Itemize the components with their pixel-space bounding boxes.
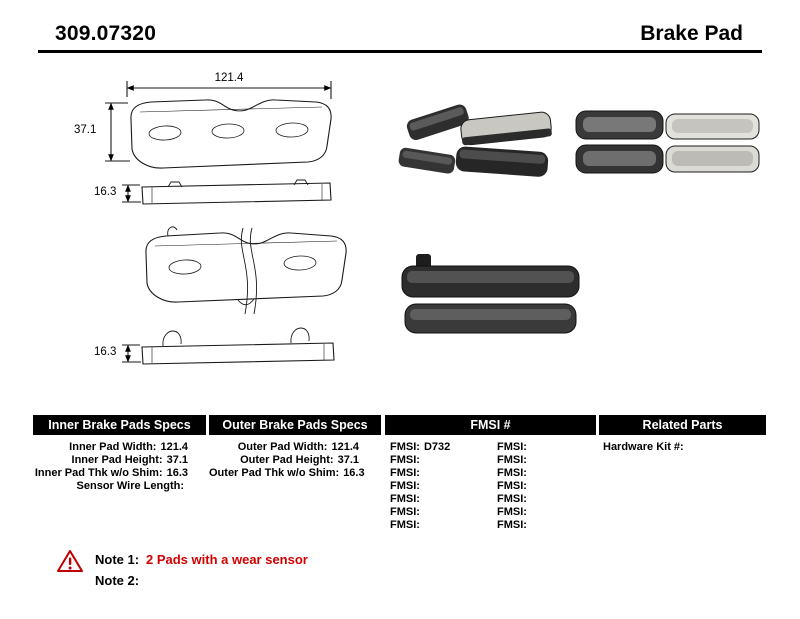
product-photo-pads-stacked bbox=[401, 254, 580, 334]
product-photo-pads-angled bbox=[398, 104, 552, 177]
spec-row: FMSI: bbox=[497, 480, 597, 493]
related-parts-header: Related Parts bbox=[599, 415, 766, 435]
inner-specs-header: Inner Brake Pads Specs bbox=[33, 415, 206, 435]
spec-row: FMSI: bbox=[497, 506, 597, 519]
related-parts-rows: Hardware Kit #: bbox=[603, 441, 763, 454]
spec-label: FMSI: bbox=[497, 441, 527, 453]
spec-label: FMSI: bbox=[497, 493, 527, 505]
pad-side-view-clips-drawing bbox=[122, 327, 335, 365]
spec-row: Inner Pad Thk w/o Shim:16.3 bbox=[33, 467, 188, 480]
spec-value: 121.4 bbox=[160, 441, 188, 453]
outer-specs-header: Outer Brake Pads Specs bbox=[209, 415, 381, 435]
outer-specs-rows: Outer Pad Width:121.4 Outer Pad Height:3… bbox=[209, 441, 365, 480]
spec-label: Hardware Kit #: bbox=[603, 441, 684, 453]
spec-row: FMSI:D732 bbox=[390, 441, 490, 454]
spec-row: Sensor Wire Length: bbox=[33, 480, 188, 493]
dim-width-label: 121.4 bbox=[214, 72, 244, 84]
dim-inner-thickness-label: 16.3 bbox=[94, 186, 117, 198]
spec-label: Outer Pad Width: bbox=[237, 441, 328, 453]
spec-label: FMSI: bbox=[390, 467, 420, 479]
product-type-title: Brake Pad bbox=[640, 22, 743, 45]
spec-label: Sensor Wire Length: bbox=[76, 480, 184, 492]
spec-label: Outer Pad Thk w/o Shim: bbox=[209, 467, 340, 479]
spec-label: Outer Pad Height: bbox=[240, 454, 334, 466]
spec-label: Inner Pad Thk w/o Shim: bbox=[34, 467, 163, 479]
header-divider bbox=[38, 50, 762, 53]
dim-height-label: 37.1 bbox=[74, 124, 97, 136]
spec-label: FMSI: bbox=[390, 519, 420, 531]
note2-label: Note 2: bbox=[95, 573, 140, 588]
spec-row: FMSI: bbox=[390, 467, 490, 480]
spec-value: 121.4 bbox=[331, 441, 359, 453]
spec-label: Inner Pad Height: bbox=[71, 454, 163, 466]
spec-label: FMSI: bbox=[390, 506, 420, 518]
spec-row: FMSI: bbox=[390, 493, 490, 506]
spec-label: FMSI: bbox=[390, 454, 420, 466]
spec-row: FMSI: bbox=[390, 519, 490, 532]
product-photo-pads-pairs bbox=[575, 110, 760, 174]
spec-row: Outer Pad Width:121.4 bbox=[209, 441, 359, 454]
spec-row: FMSI: bbox=[497, 519, 597, 532]
spec-row: FMSI: bbox=[390, 506, 490, 519]
spec-label: FMSI: bbox=[390, 480, 420, 492]
spec-value: 16.3 bbox=[166, 467, 188, 479]
spec-label: Inner Pad Width: bbox=[69, 441, 157, 453]
note1-text: 2 Pads with a wear sensor bbox=[146, 552, 308, 567]
spec-row: FMSI: bbox=[390, 454, 490, 467]
note1-label: Note 1: bbox=[95, 552, 140, 567]
spec-label: FMSI: bbox=[390, 493, 420, 505]
part-number: 309.07320 bbox=[55, 22, 157, 45]
spec-row: Inner Pad Height:37.1 bbox=[33, 454, 188, 467]
fmsi-right-rows: FMSI: FMSI: FMSI: FMSI: FMSI: FMSI: FMSI… bbox=[497, 441, 597, 532]
spec-row: Inner Pad Width:121.4 bbox=[33, 441, 188, 454]
spec-value: 37.1 bbox=[166, 454, 188, 466]
spec-row: FMSI: bbox=[390, 480, 490, 493]
spec-label: FMSI: bbox=[497, 467, 527, 479]
inner-specs-rows: Inner Pad Width:121.4 Inner Pad Height:3… bbox=[33, 441, 188, 493]
spec-value: D732 bbox=[423, 441, 451, 453]
spec-label: FMSI: bbox=[497, 506, 527, 518]
spec-row: FMSI: bbox=[497, 454, 597, 467]
spec-label: FMSI: bbox=[497, 454, 527, 466]
spec-row: FMSI: bbox=[497, 493, 597, 506]
pad-thickness-side-view-drawing bbox=[122, 179, 332, 205]
spec-value: 37.1 bbox=[337, 454, 359, 466]
pad-front-view-drawing bbox=[105, 81, 332, 169]
spec-label: FMSI: bbox=[497, 480, 527, 492]
spec-row: Hardware Kit #: bbox=[603, 441, 763, 454]
spec-label: FMSI: bbox=[497, 519, 527, 531]
spec-label: FMSI: bbox=[390, 441, 420, 453]
spec-row: Outer Pad Thk w/o Shim:16.3 bbox=[209, 467, 365, 480]
spec-row: FMSI: bbox=[497, 467, 597, 480]
dim-outer-thickness-label: 16.3 bbox=[94, 346, 117, 358]
fmsi-header: FMSI # bbox=[385, 415, 596, 435]
spec-row: Outer Pad Height:37.1 bbox=[209, 454, 359, 467]
spec-value: 16.3 bbox=[343, 467, 365, 479]
warning-icon bbox=[57, 550, 83, 572]
pad-front-view-sensor-drawing bbox=[145, 226, 347, 315]
spec-row: FMSI: bbox=[497, 441, 597, 454]
fmsi-left-rows: FMSI:D732 FMSI: FMSI: FMSI: FMSI: FMSI: … bbox=[390, 441, 490, 532]
